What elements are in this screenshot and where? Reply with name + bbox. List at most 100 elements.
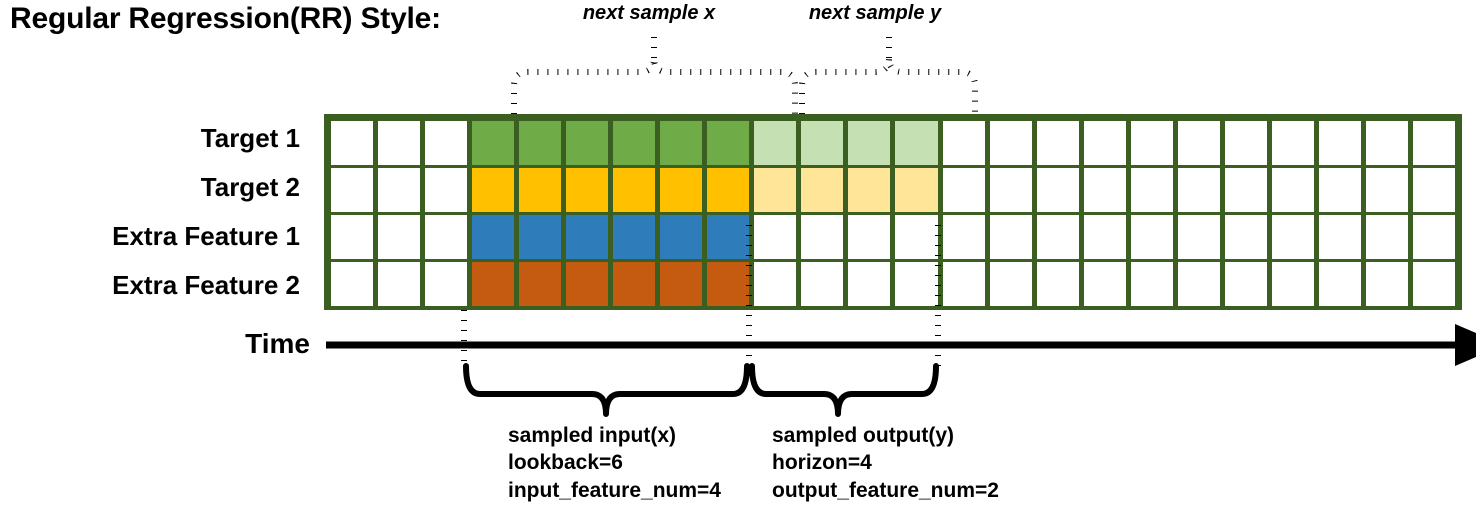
grid-cell (1366, 214, 1409, 259)
dotted-brace-next-sample-y (799, 57, 978, 114)
grid-cell (1319, 261, 1362, 306)
grid-cell (1366, 120, 1409, 165)
grid-cell (1177, 214, 1220, 259)
grid-cell (707, 214, 750, 259)
grid-cell (989, 120, 1032, 165)
grid-cell (1177, 167, 1220, 212)
dotted-brace-next-sample-x (511, 57, 798, 114)
grid-cell (942, 261, 985, 306)
grid-cell (612, 214, 656, 259)
grid-cell (1130, 261, 1173, 306)
caption-output-line-1: sampled output(y) (772, 424, 954, 447)
caption-output-line-3: output_feature_num=2 (772, 478, 999, 502)
caption-sampled-input: sampled input(x) lookback=6 input_featur… (508, 422, 721, 504)
caption-input-line-1: sampled input(x) (508, 424, 677, 447)
grid-cell (330, 214, 373, 259)
grid-cell (754, 214, 797, 259)
time-axis-label: Time (245, 328, 310, 359)
grid-cell (1366, 261, 1409, 306)
grid-cell (1224, 120, 1268, 165)
grid-cell (330, 120, 373, 165)
grid-cell (1177, 120, 1220, 165)
grid-cell (660, 214, 703, 259)
grid-cell (612, 120, 656, 165)
grid-cell (1272, 261, 1315, 306)
grid-cell (1413, 261, 1456, 306)
brace-sampled-output (749, 363, 939, 417)
grid-cell (424, 120, 467, 165)
grid-cell (848, 261, 891, 306)
grid-cell (1272, 167, 1315, 212)
brace-sampled-input (463, 363, 750, 417)
grid-cell (377, 167, 420, 212)
timeline-grid (324, 114, 1462, 310)
grid-cell (942, 120, 985, 165)
grid-cell (754, 120, 797, 165)
grid-cell (1319, 167, 1362, 212)
grid-cell (612, 167, 656, 212)
grid-cell (424, 214, 467, 259)
caption-output-line-2: horizon=4 (772, 451, 872, 475)
caption-input-line-2: lookback=6 (508, 451, 623, 475)
grid-cell (848, 214, 891, 259)
grid-cell (1036, 167, 1079, 212)
grid-cell (989, 214, 1032, 259)
grid-cell (1319, 214, 1362, 259)
grid-cell (754, 167, 797, 212)
grid-cell (1224, 261, 1268, 306)
grid-cell (707, 120, 750, 165)
grid-cell (518, 214, 561, 259)
grid-cell (471, 214, 514, 259)
grid-cell (518, 261, 561, 306)
grid-cell (1130, 167, 1173, 212)
grid-cell (942, 214, 985, 259)
grid-cell (1036, 120, 1079, 165)
grid-cell (377, 214, 420, 259)
grid-cell (1413, 120, 1456, 165)
grid-cell (660, 120, 703, 165)
grid-cell (1319, 120, 1362, 165)
grid-cell (471, 167, 514, 212)
grid-cell (1083, 261, 1126, 306)
grid-cell (801, 167, 844, 212)
grid-cell (377, 261, 420, 306)
grid-cell (848, 120, 891, 165)
grid-cell (471, 120, 514, 165)
grid-cell (989, 167, 1032, 212)
grid-cell (707, 167, 750, 212)
grid-cell (1083, 167, 1126, 212)
grid-cell (1177, 261, 1220, 306)
grid-cell (518, 120, 561, 165)
grid-row-target-1 (328, 118, 1458, 167)
grid-cell (1036, 261, 1079, 306)
grid-cell (1272, 120, 1315, 165)
grid-cell (1366, 167, 1409, 212)
row-label-extra-feature-1: Extra Feature 1 (112, 221, 300, 251)
grid-cell (895, 214, 938, 259)
grid-cell (1036, 214, 1079, 259)
grid-cell (801, 261, 844, 306)
grid-cell (660, 261, 703, 306)
caption-input-line-3: input_feature_num=4 (508, 478, 721, 502)
row-label-extra-feature-2: Extra Feature 2 (112, 270, 300, 300)
grid-cell (942, 167, 985, 212)
grid-cell (330, 261, 373, 306)
grid-cell (612, 261, 656, 306)
row-label-target-1: Target 1 (200, 123, 300, 153)
grid-cell (1413, 214, 1456, 259)
grid-cell (989, 261, 1032, 306)
grid-cell (377, 120, 420, 165)
caption-sampled-output: sampled output(y) horizon=4 output_featu… (772, 422, 999, 504)
grid-cell (565, 261, 608, 306)
grid-cell (518, 167, 561, 212)
grid-cell (1083, 120, 1126, 165)
grid-cell (1083, 214, 1126, 259)
page-title: Regular Regression(RR) Style: (10, 2, 441, 35)
grid-cell (565, 214, 608, 259)
grid-cell (1130, 214, 1173, 259)
row-label-target-2: Target 2 (200, 172, 300, 202)
grid-cell (1130, 120, 1173, 165)
grid-cell (330, 167, 373, 212)
annotation-next-sample-y: next sample y (808, 2, 942, 24)
